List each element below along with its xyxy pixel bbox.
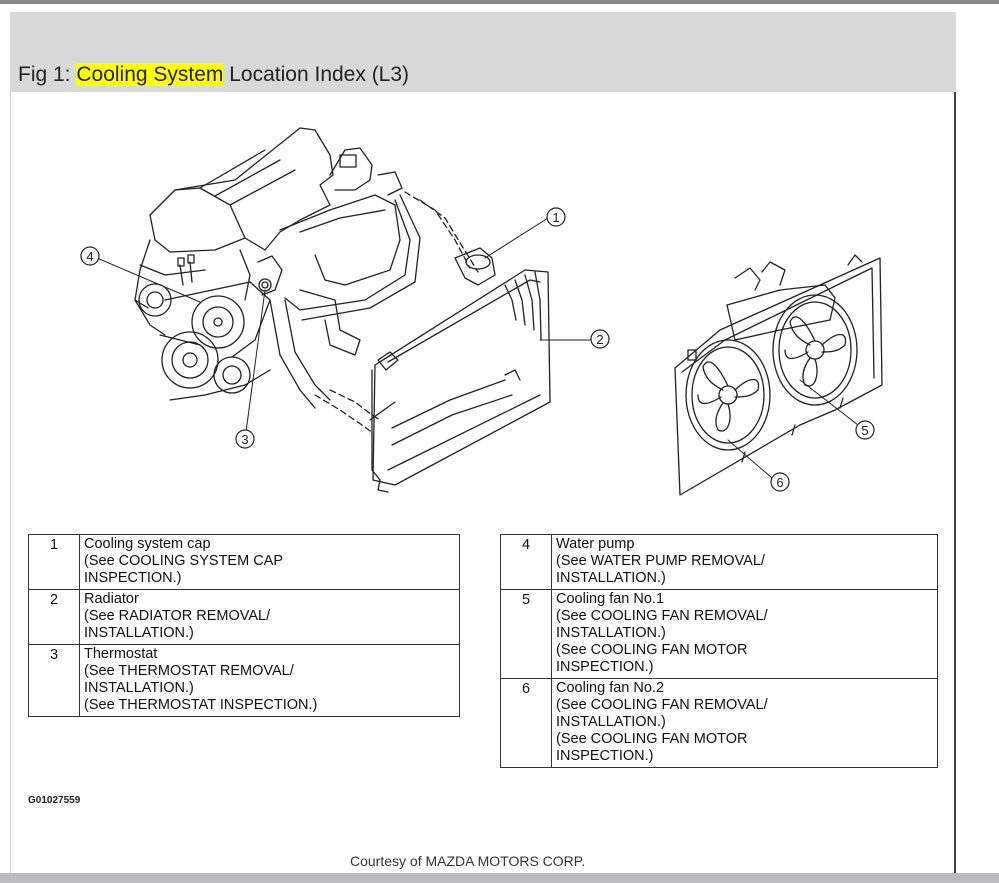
callout-3-label: 3 — [241, 432, 248, 447]
callout-6-label: 6 — [776, 475, 783, 490]
legend-line: INSPECTION.) — [84, 570, 182, 586]
legend-num: 6 — [500, 678, 552, 768]
callout-4: 4 — [80, 246, 100, 266]
title-prefix: Fig 1: — [18, 63, 77, 86]
legend-table-right: 4 Water pump (See WATER PUMP REMOVAL/ IN… — [500, 534, 938, 768]
legend-line: (See THERMOSTAT INSPECTION.) — [84, 697, 318, 713]
legend-line: Radiator — [84, 591, 139, 607]
callout-5: 5 — [855, 420, 875, 440]
legend-line: (See RADIATOR REMOVAL/ — [84, 608, 271, 624]
radiator — [369, 247, 551, 493]
legend-line: (See COOLING FAN REMOVAL/ — [556, 697, 768, 713]
callout-6: 6 — [770, 472, 790, 492]
hose-dashed-routes — [314, 191, 479, 434]
legend-line: (See COOLING FAN MOTOR — [556, 731, 748, 747]
callout-2-label: 2 — [596, 332, 603, 347]
legend-line: INSTALLATION.) — [84, 625, 194, 641]
engine-block — [134, 127, 361, 401]
title-suffix: Location Index (L3) — [223, 63, 410, 86]
legend-desc: Radiator (See RADIATOR REMOVAL/ INSTALLA… — [79, 589, 460, 645]
leader-lines — [96, 217, 859, 479]
callout-2: 2 — [590, 329, 610, 349]
legend-line: Cooling fan No.2 — [556, 680, 665, 696]
legend-num: 5 — [500, 589, 552, 679]
legend-row: 6 Cooling fan No.2 (See COOLING FAN REMO… — [500, 678, 938, 768]
figure-code: G01027559 — [28, 795, 81, 806]
legend-desc: Cooling system cap (See COOLING SYSTEM C… — [79, 534, 460, 590]
legend-desc: Cooling fan No.2 (See COOLING FAN REMOVA… — [551, 678, 938, 768]
legend-table-left: 1 Cooling system cap (See COOLING SYSTEM… — [28, 534, 460, 717]
callout-1: 1 — [546, 207, 566, 227]
legend-line: Thermostat — [84, 646, 158, 662]
legend-line: Cooling fan No.1 — [556, 591, 665, 607]
legend-line: Water pump — [556, 536, 635, 552]
callout-5-label: 5 — [861, 423, 868, 438]
legend-line: (See COOLING FAN REMOVAL/ — [556, 608, 768, 624]
callout-4-label: 4 — [86, 249, 93, 264]
coolant-hoses — [257, 147, 421, 409]
top-border — [0, 0, 999, 4]
legend-line: INSTALLATION.) — [556, 570, 666, 586]
cooling-system-diagram: 1 2 3 4 5 6 — [80, 127, 883, 496]
legend-line: (See COOLING SYSTEM CAP — [84, 553, 284, 569]
legend-row: 5 Cooling fan No.1 (See COOLING FAN REMO… — [500, 589, 938, 679]
callout-3: 3 — [235, 429, 255, 449]
callout-1-label: 1 — [552, 210, 559, 225]
legend-num: 4 — [500, 534, 552, 590]
bottom-scrollbar[interactable] — [0, 873, 999, 883]
title-highlight: Cooling System — [76, 63, 224, 86]
legend-line: (See WATER PUMP REMOVAL/ — [556, 553, 765, 569]
legend-num: 1 — [28, 534, 80, 590]
legend-row: 4 Water pump (See WATER PUMP REMOVAL/ IN… — [500, 534, 938, 590]
legend-line: (See THERMOSTAT REMOVAL/ — [84, 663, 294, 679]
legend-line: INSPECTION.) — [556, 659, 654, 675]
legend-num: 2 — [28, 589, 80, 645]
legend-row: 3 Thermostat (See THERMOSTAT REMOVAL/ IN… — [28, 644, 460, 717]
courtesy-note: Courtesy of MAZDA MOTORS CORP. — [350, 853, 586, 869]
legend-num: 3 — [28, 644, 80, 717]
legend-row: 2 Radiator (See RADIATOR REMOVAL/ INSTAL… — [28, 589, 460, 645]
cooling-fans — [674, 254, 883, 496]
legend-line: INSTALLATION.) — [556, 625, 666, 641]
legend-row: 1 Cooling system cap (See COOLING SYSTEM… — [28, 534, 460, 590]
legend-line: Cooling system cap — [84, 536, 211, 552]
legend-desc: Thermostat (See THERMOSTAT REMOVAL/ INST… — [79, 644, 460, 717]
legend-line: INSTALLATION.) — [84, 680, 194, 696]
legend-desc: Water pump (See WATER PUMP REMOVAL/ INST… — [551, 534, 938, 590]
legend-desc: Cooling fan No.1 (See COOLING FAN REMOVA… — [551, 589, 938, 679]
legend-line: INSTALLATION.) — [556, 714, 666, 730]
legend-line: INSPECTION.) — [556, 748, 654, 764]
legend-line: (See COOLING FAN MOTOR — [556, 642, 748, 658]
figure-title: Fig 1: Cooling System Location Index (L3… — [18, 62, 409, 88]
